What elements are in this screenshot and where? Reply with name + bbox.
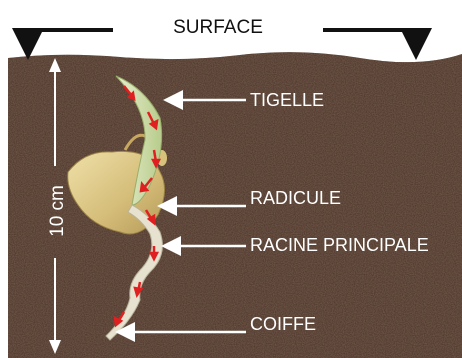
depth-label: 10 cm [47,185,68,237]
label-radicule: RADICULE [250,188,341,208]
label-tigelle: TIGELLE [250,90,324,110]
surface-label: SURFACE [173,17,263,38]
label-racine-principale: RACINE PRINCIPALE [250,235,429,255]
label-coiffe: COIFFE [250,314,316,334]
